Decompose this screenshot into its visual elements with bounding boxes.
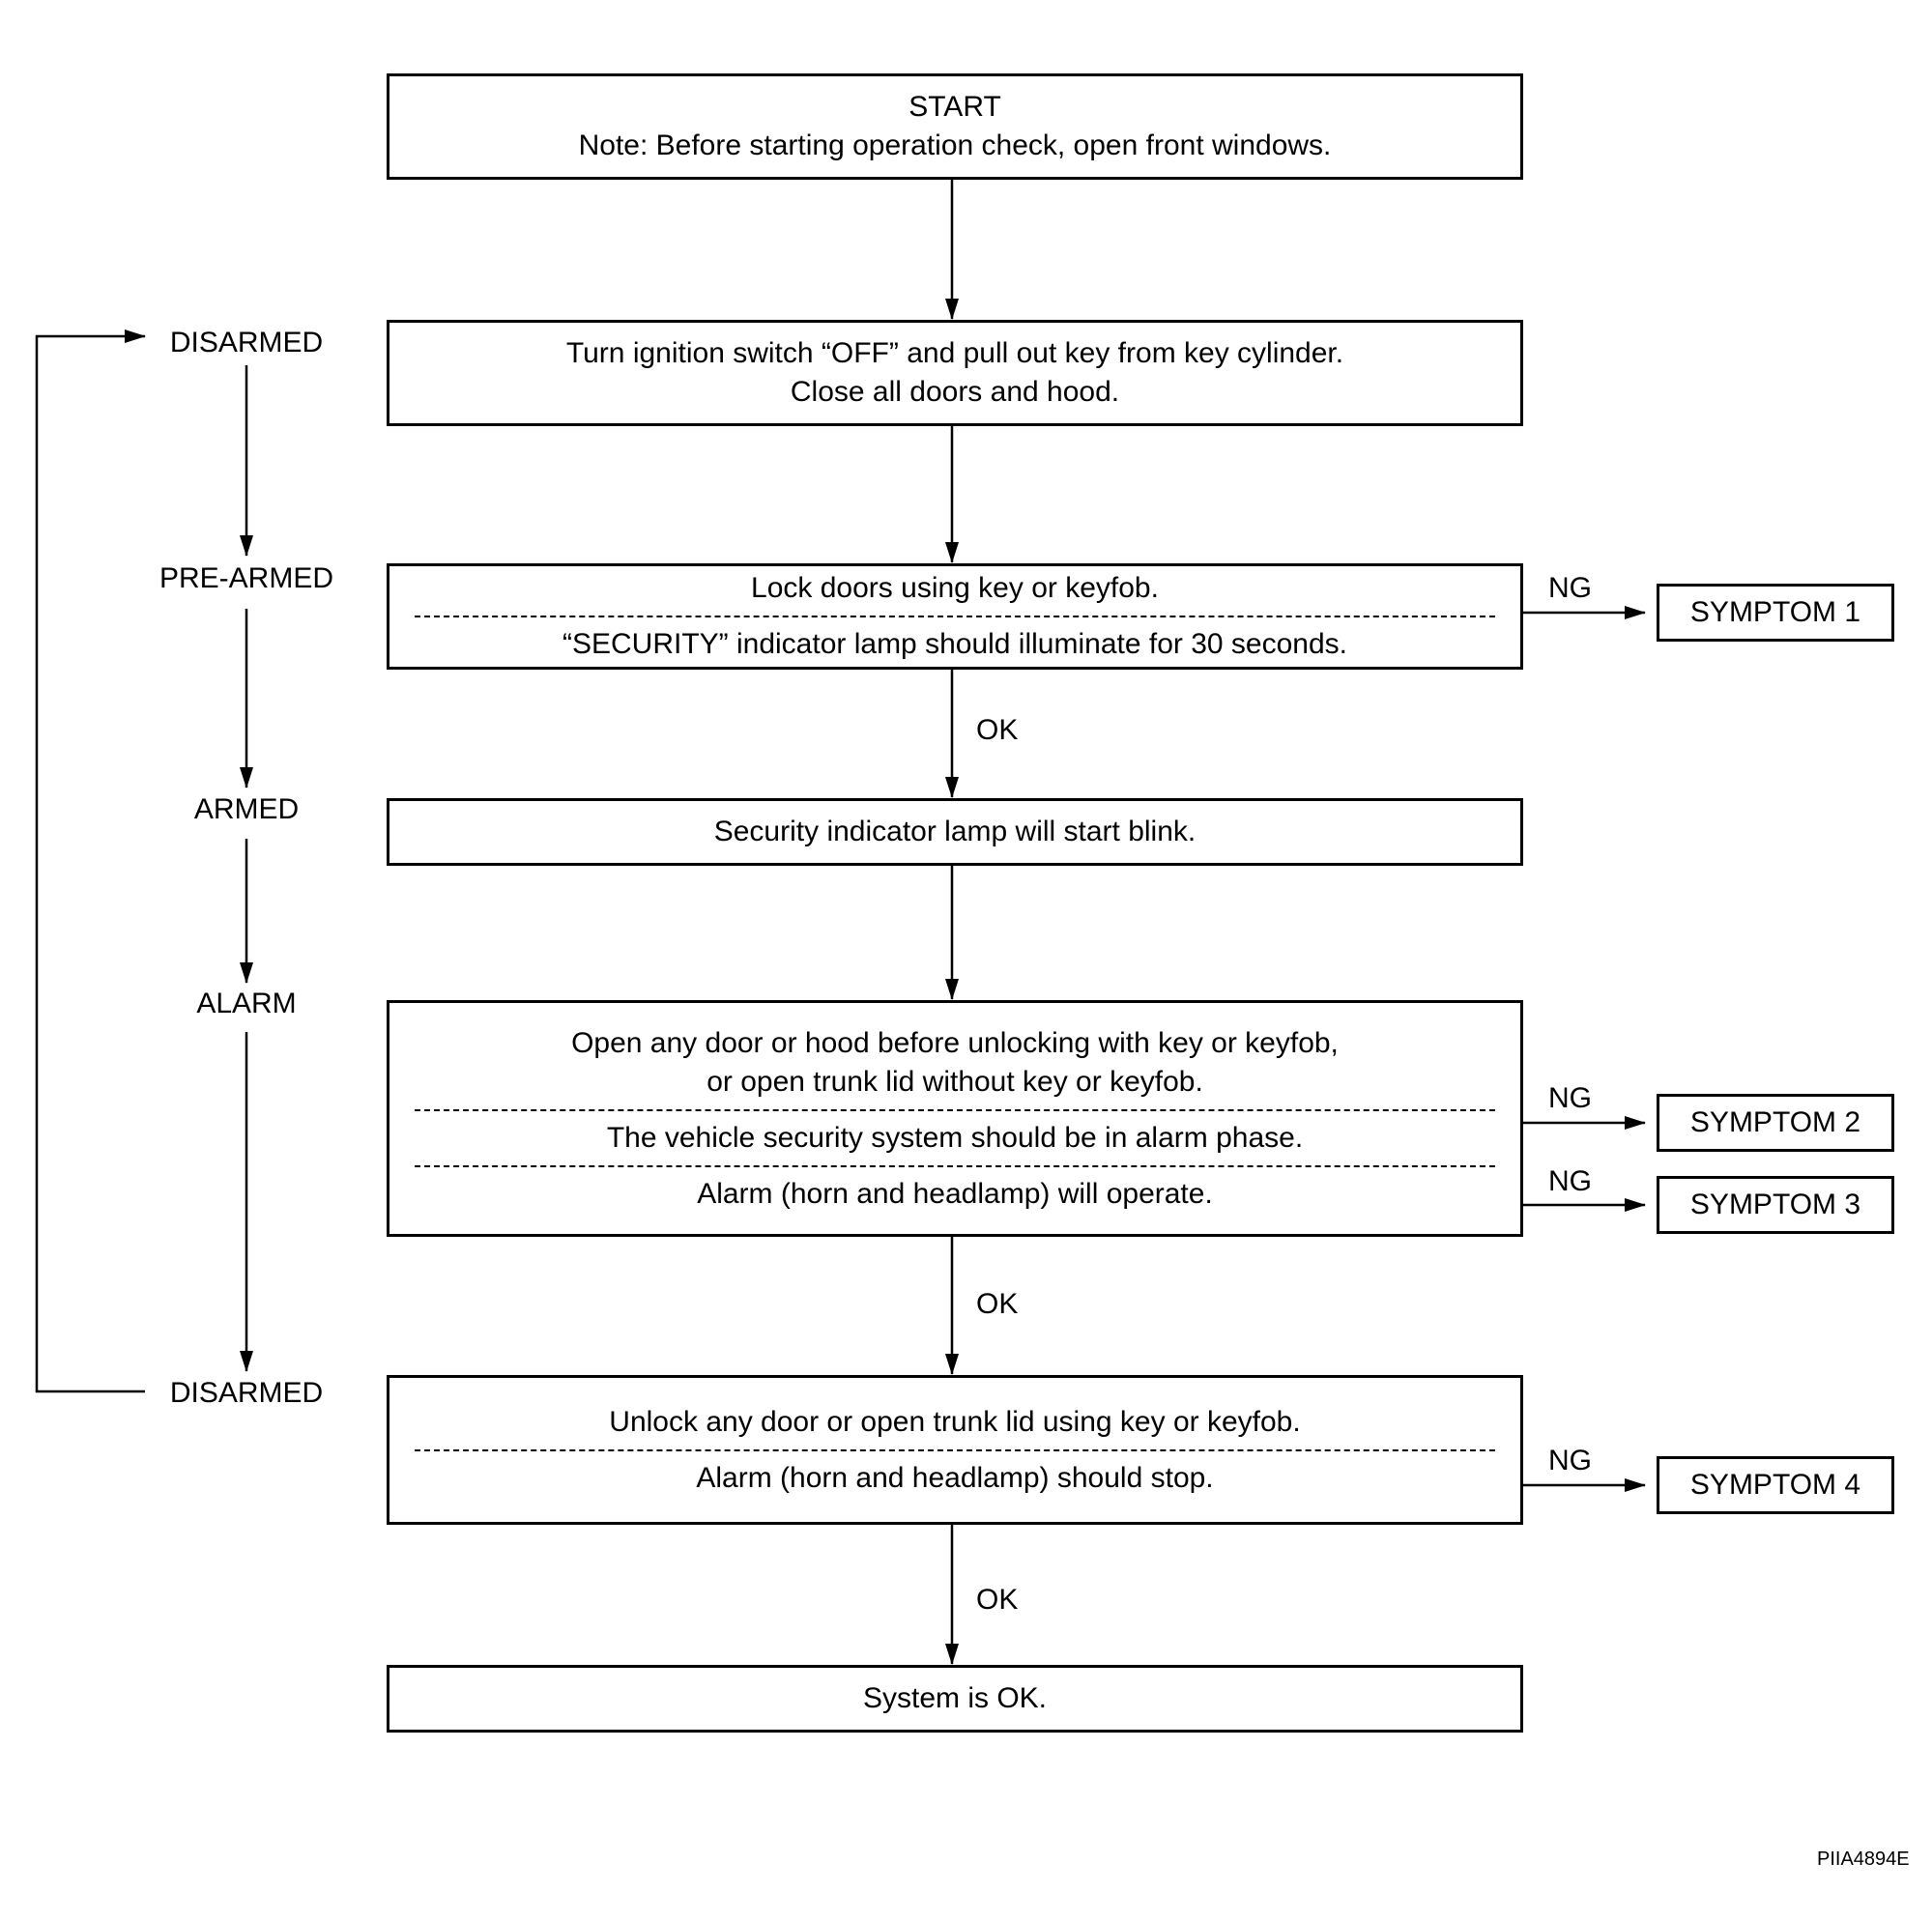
arrow-loop-back-to-disarmed (35, 330, 146, 1393)
state-disarmed-top: DISARMED (169, 327, 324, 358)
symptom-3-box: SYMPTOM 3 (1657, 1176, 1894, 1234)
symptom-1-box: SYMPTOM 1 (1657, 584, 1894, 642)
ok-label-after-alarm: OK (976, 1288, 1019, 1320)
open-instruction-1: Open any door or hood before unlocking w… (571, 1026, 1339, 1059)
system-ok-text: System is OK. (862, 1682, 1048, 1714)
state-alarm: ALARM (196, 988, 297, 1019)
unlock-expected-result: Alarm (horn and headlamp) should stop. (696, 1461, 1214, 1494)
dashed-divider (415, 1164, 1495, 1167)
step-blink: Security indicator lamp will start blink… (387, 798, 1523, 866)
dashed-divider (415, 1108, 1495, 1111)
step-open: Open any door or hood before unlocking w… (387, 1000, 1523, 1237)
ok-label-after-unlock: OK (976, 1584, 1019, 1616)
state-pre-armed: PRE-ARMED (159, 562, 333, 594)
open-expected-alarm-phase: The vehicle security system should be in… (606, 1121, 1304, 1154)
open-instruction-2: or open trunk lid without key or keyfob. (706, 1065, 1203, 1098)
ng-label-4: NG (1548, 1445, 1592, 1476)
state-disarmed-bottom: DISARMED (169, 1377, 324, 1409)
ok-label-after-lock: OK (976, 714, 1019, 746)
step-ignition: Turn ignition switch “OFF” and pull out … (387, 320, 1523, 426)
open-expected-alarm-operate: Alarm (horn and headlamp) will operate. (697, 1177, 1213, 1210)
blink-text: Security indicator lamp will start blink… (713, 816, 1197, 847)
step-lock: Lock doors using key or keyfob. “SECURIT… (387, 563, 1523, 670)
ignition-instruction: Turn ignition switch “OFF” and pull out … (565, 337, 1344, 369)
dashed-divider (415, 1448, 1495, 1451)
dashed-divider (415, 616, 1495, 617)
ng-label-3: NG (1548, 1165, 1592, 1197)
figure-code: PIIA4894E (1817, 1848, 1910, 1870)
start-note: Note: Before starting operation check, o… (578, 129, 1332, 161)
symptom-4-box: SYMPTOM 4 (1657, 1456, 1894, 1514)
step-unlock: Unlock any door or open trunk lid using … (387, 1375, 1523, 1525)
start-title: START (908, 91, 1001, 123)
ng-label-2: NG (1548, 1082, 1592, 1114)
lock-expected-result: “SECURITY” indicator lamp should illumin… (562, 628, 1347, 660)
ignition-close-doors: Close all doors and hood. (790, 376, 1120, 408)
unlock-action: Unlock any door or open trunk lid using … (609, 1405, 1301, 1438)
symptom-2-box: SYMPTOM 2 (1657, 1094, 1894, 1152)
ng-label-1: NG (1548, 572, 1592, 604)
lock-action: Lock doors using key or keyfob. (751, 572, 1159, 604)
step-system-ok: System is OK. (387, 1665, 1523, 1733)
state-armed: ARMED (193, 793, 300, 825)
step-start: START Note: Before starting operation ch… (387, 73, 1523, 180)
